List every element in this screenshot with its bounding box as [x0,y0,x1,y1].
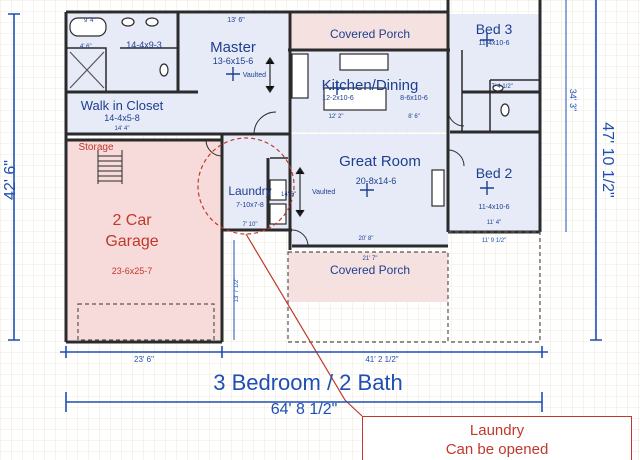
covered-porch-top-label: Covered Porch [330,27,410,41]
covered-porch-bottom-label: Covered Porch [330,263,410,277]
storage-label: Storage [78,142,113,153]
minor-dimension-lines [233,0,567,340]
bath-size: 14-4x9-3 [126,40,162,50]
master-vaulted: Vaulted [243,72,266,79]
laundry-dim: 7' 10" [243,222,258,228]
laundry-label: Laundry [228,184,271,198]
bed3-size: 11-4x10-6 [478,40,509,47]
great-room-vaulted: Vaulted [312,189,335,196]
ceiling-fans [226,33,494,197]
great-room-label: Great Room [339,153,421,170]
right-upper-dim: 34' 3" [568,89,578,111]
room-fills [66,14,540,340]
bath-dim-a: 9' 4" [84,18,96,24]
walls [64,0,542,344]
garage-label-1: 2 Car [112,212,152,229]
fixtures [69,17,510,225]
kitchen-label: Kitchen/Dining [322,77,419,94]
closet-label: Walk in Closet [81,98,164,113]
great-room-side: 14' 6" [281,192,296,198]
annotation-line-1: Laundry [469,422,525,439]
closet-dim: 14' 4" [115,126,130,132]
laundry-size: 7-10x7-8 [236,202,264,209]
master-size: 13-6x15-6 [213,56,254,66]
bed2-size: 11-4x10-6 [478,204,509,211]
vaulted-arrows [265,56,305,218]
bottom-right-dim: 41' 2 1/2" [365,355,398,364]
bed-side-dim: 11' 9 1/2" [482,238,507,244]
plan-title: 3 Bedroom / 2 Bath [213,370,403,395]
bed2-label: Bed 2 [476,165,513,181]
laundry-highlight-circle [197,137,295,235]
kitchen-size-a: 12-2x10-6 [322,95,354,102]
thin-walls [65,47,540,159]
kitchen-dim-b: 8' 6" [408,114,420,120]
left-height-dim: 42' 6" [2,160,19,200]
kitchen-size-b: 8-6x10-6 [400,95,428,102]
great-room-dim: 20' 8" [359,236,374,242]
annotation-line-2: Can be opened [445,441,549,458]
callout-leader-line [245,233,363,417]
door-swings [205,109,465,247]
great-room-size: 20-8x14-6 [356,176,397,186]
bath-dim-b: 4' 6" [80,44,92,50]
master-label: Master [210,39,256,56]
stairs [97,150,123,184]
bed3-label: Bed 3 [476,21,513,37]
garage-side-dim: 13' 7 1/2" [234,278,240,303]
closet-size: 14-4x5-8 [104,113,140,123]
garage-label-2: Garage [105,233,158,250]
bottom-left-dim: 23' 6" [134,355,154,364]
covered-porch-bottom-dim: 21' 7" [363,256,378,262]
garage-size: 23-6x25-7 [112,266,153,276]
master-dim: 13' 6" [227,17,245,24]
overall-width-dim: 64' 8 1/2" [271,401,338,418]
hall-bath-dim: 7' 4 1/2" [491,84,513,90]
dimension-lines [8,0,602,412]
laundry-annotation-box: Laundry Can be opened [362,416,632,460]
right-height-dim: 47' 10 1/2" [599,122,616,197]
kitchen-dim-a: 12' 2" [329,114,344,120]
bed2-dim: 11' 4" [487,220,502,226]
porch-outlines [77,231,541,343]
